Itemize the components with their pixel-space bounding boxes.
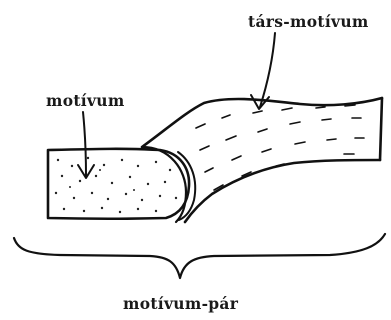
partner-motif-label: társ-motívum — [248, 12, 369, 31]
partner-motif-ribbon — [142, 98, 382, 222]
partner-motif-arrow — [251, 33, 275, 109]
partner-motif-dashes — [196, 105, 364, 190]
motif-dots — [55, 157, 177, 213]
motif-pair-label: motívum-pár — [123, 294, 239, 313]
motif-pair-brace — [14, 234, 385, 278]
motif-label: motívum — [46, 91, 125, 110]
motif-arrow — [78, 112, 94, 178]
